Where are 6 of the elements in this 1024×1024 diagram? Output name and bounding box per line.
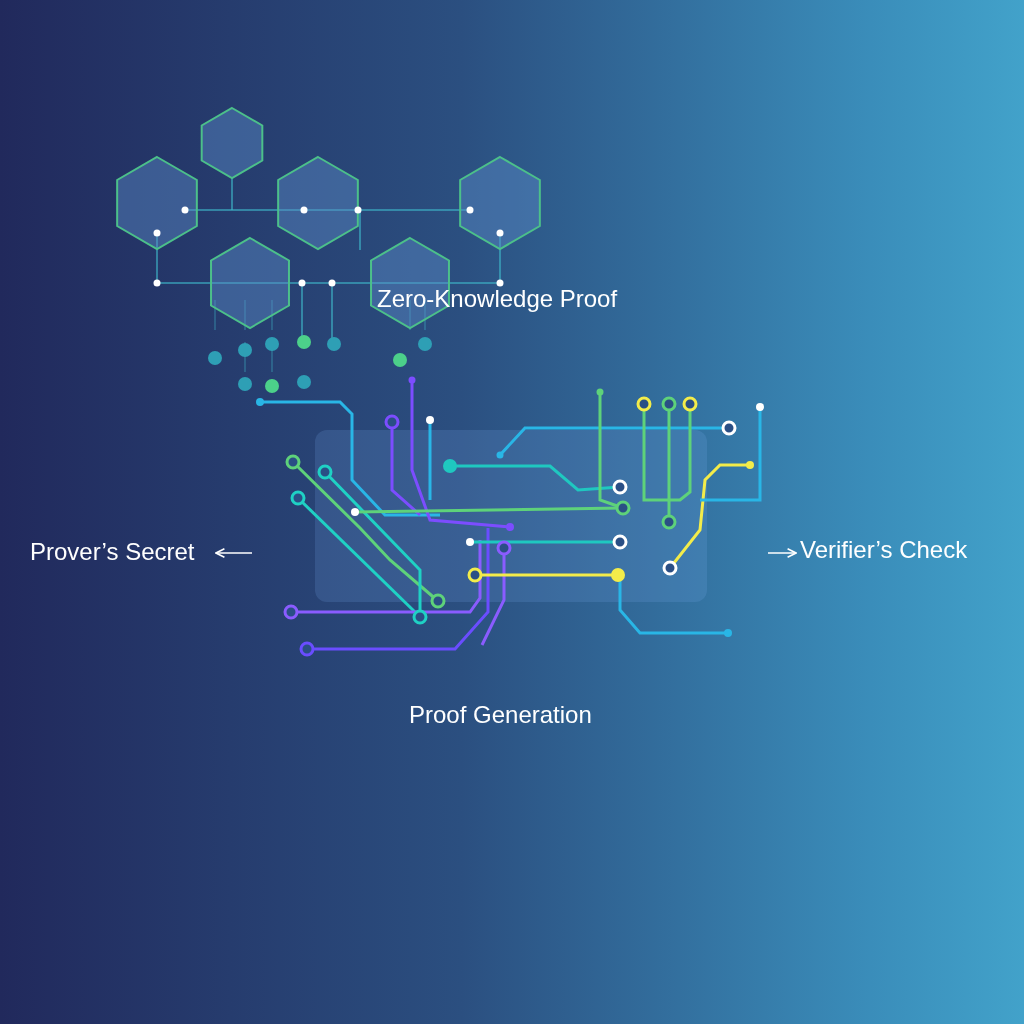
arrow (767, 548, 797, 558)
node-label: Verifier’s Check (800, 536, 1000, 570)
caption-text: Proof Generation (409, 701, 592, 729)
arrow (215, 548, 253, 558)
node-label: Prover’s Secret (30, 538, 210, 572)
title-text: Zero-Knowledge Proof (377, 285, 618, 313)
